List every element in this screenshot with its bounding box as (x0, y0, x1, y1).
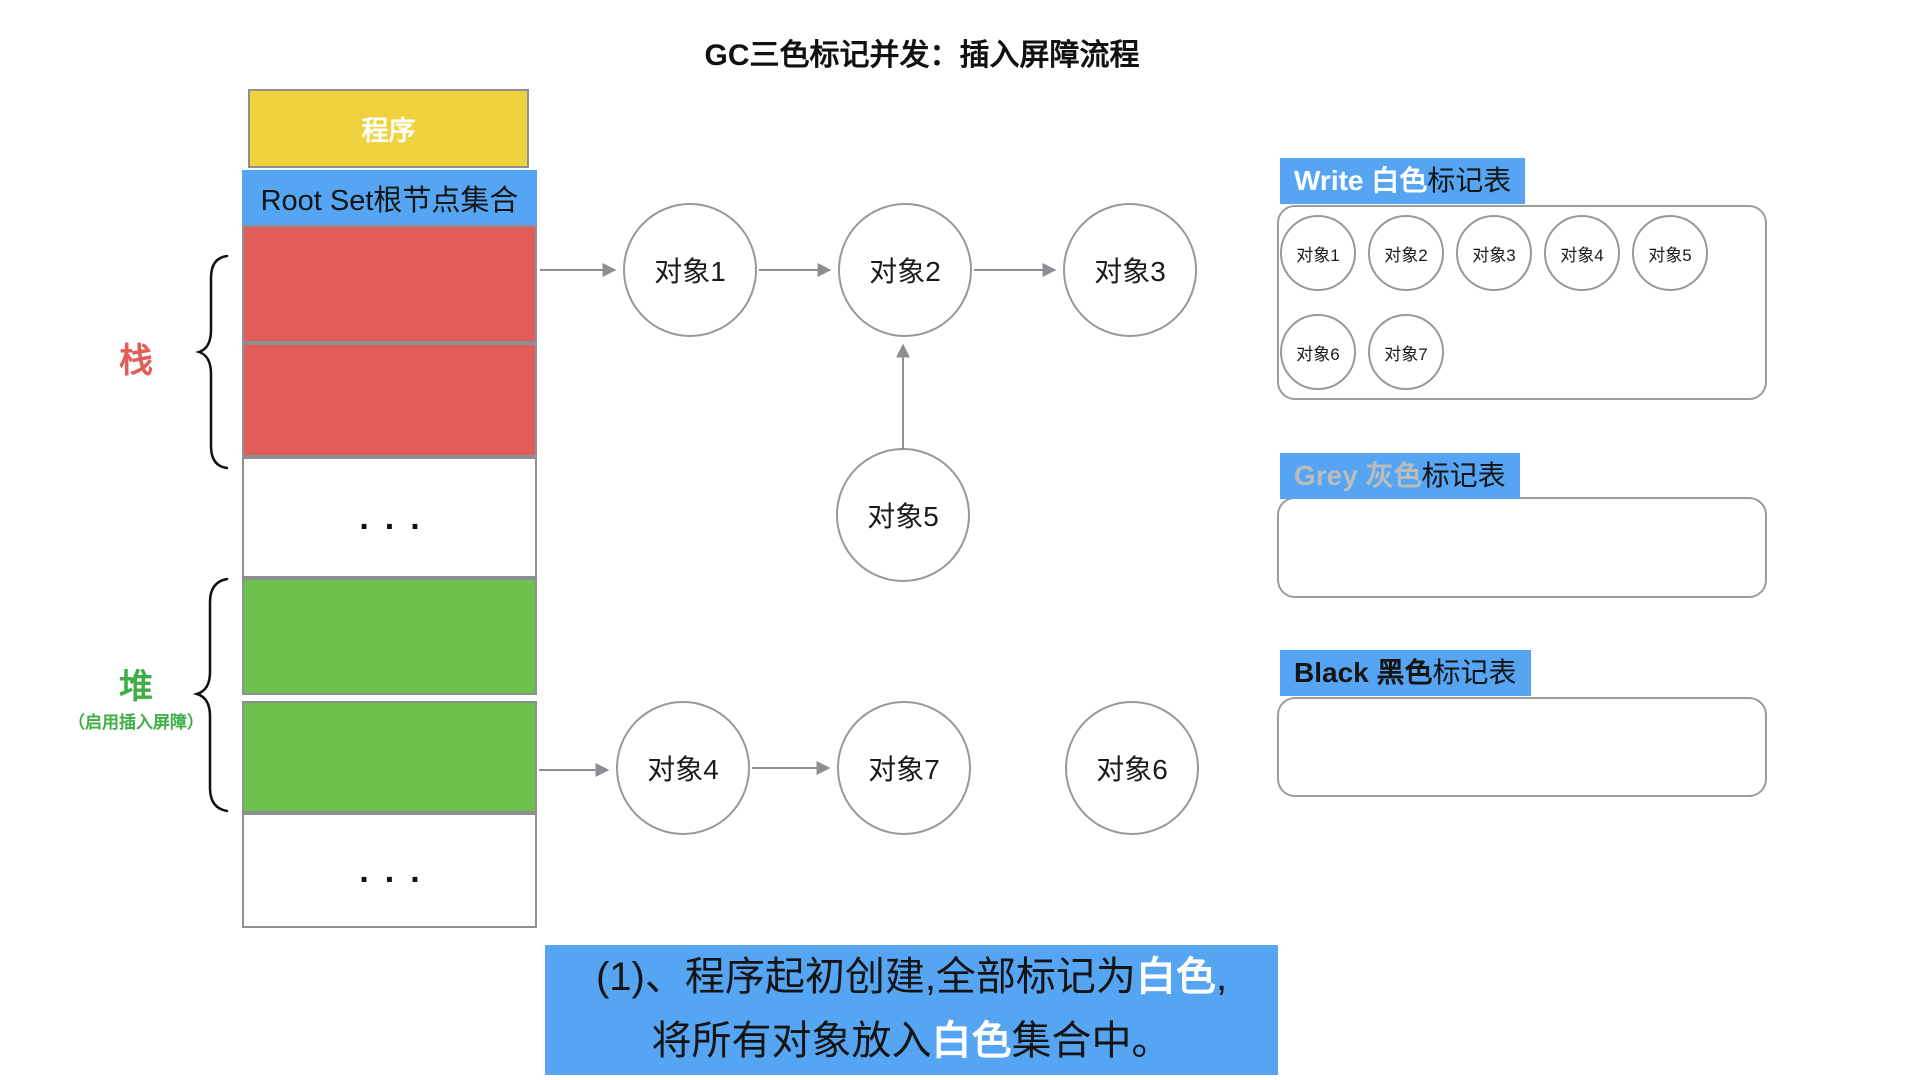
black-table-box (1277, 697, 1767, 797)
black-table-label-suffix: 标记表 (1432, 657, 1517, 688)
root-set-box: Root Set根节点集合 (242, 170, 537, 225)
white-item-obj6: 对象6 (1280, 314, 1356, 390)
heap-cell-1 (242, 578, 537, 695)
grey-table-label-en: Grey 灰色 (1294, 460, 1422, 491)
caption-line-2: 将所有对象放入白色集合中。 (651, 1019, 1172, 1063)
heap-label: 堆 (119, 668, 153, 706)
white-table-label-en: Write 白色 (1294, 165, 1428, 196)
node-obj6: 对象6 (1065, 701, 1199, 835)
white-item-obj5: 对象5 (1632, 215, 1708, 291)
program-box: 程序 (248, 89, 529, 168)
node-obj1: 对象1 (623, 203, 757, 337)
white-table-label: Write 白色标记表 (1280, 158, 1526, 204)
stack-cell-1 (242, 225, 537, 343)
node-obj3: 对象3 (1063, 203, 1197, 337)
white-item-obj2: 对象2 (1368, 215, 1444, 291)
white-item-obj3: 对象3 (1456, 215, 1532, 291)
black-table-label-en: Black 黑色 (1294, 657, 1433, 688)
stack-label: 栈 (119, 342, 153, 380)
node-obj2: 对象2 (838, 203, 972, 337)
heap-brace (192, 577, 229, 813)
caption-line-1: (1)、程序起初创建,全部标记为白色, (595, 955, 1228, 999)
node-obj4: 对象4 (616, 701, 750, 835)
stack-cell-2 (242, 343, 537, 457)
black-table-label: Black 黑色标记表 (1280, 650, 1531, 696)
ellipsis-dots: ... (359, 498, 436, 537)
ellipsis-cell-1: ... (242, 457, 537, 578)
grey-table-label-suffix: 标记表 (1421, 460, 1506, 491)
node-obj5: 对象5 (836, 448, 970, 582)
node-obj7: 对象7 (837, 701, 971, 835)
white-item-obj4: 对象4 (1544, 215, 1620, 291)
ellipsis-dots: ... (359, 851, 436, 890)
page-title: GC三色标记并发：插入屏障流程 (704, 39, 1140, 72)
ellipsis-cell-2: ... (242, 813, 537, 928)
white-item-obj1: 对象1 (1280, 215, 1356, 291)
white-table-label-suffix: 标记表 (1427, 165, 1512, 196)
grey-table-label: Grey 灰色标记表 (1280, 453, 1520, 499)
white-item-obj7: 对象7 (1368, 314, 1444, 390)
heap-cell-2 (242, 701, 537, 813)
stack-brace (195, 254, 229, 470)
grey-table-box (1277, 497, 1767, 598)
heap-note: （启用插入屏障） (68, 713, 204, 732)
step-caption: (1)、程序起初创建,全部标记为白色, 将所有对象放入白色集合中。 (545, 945, 1278, 1075)
